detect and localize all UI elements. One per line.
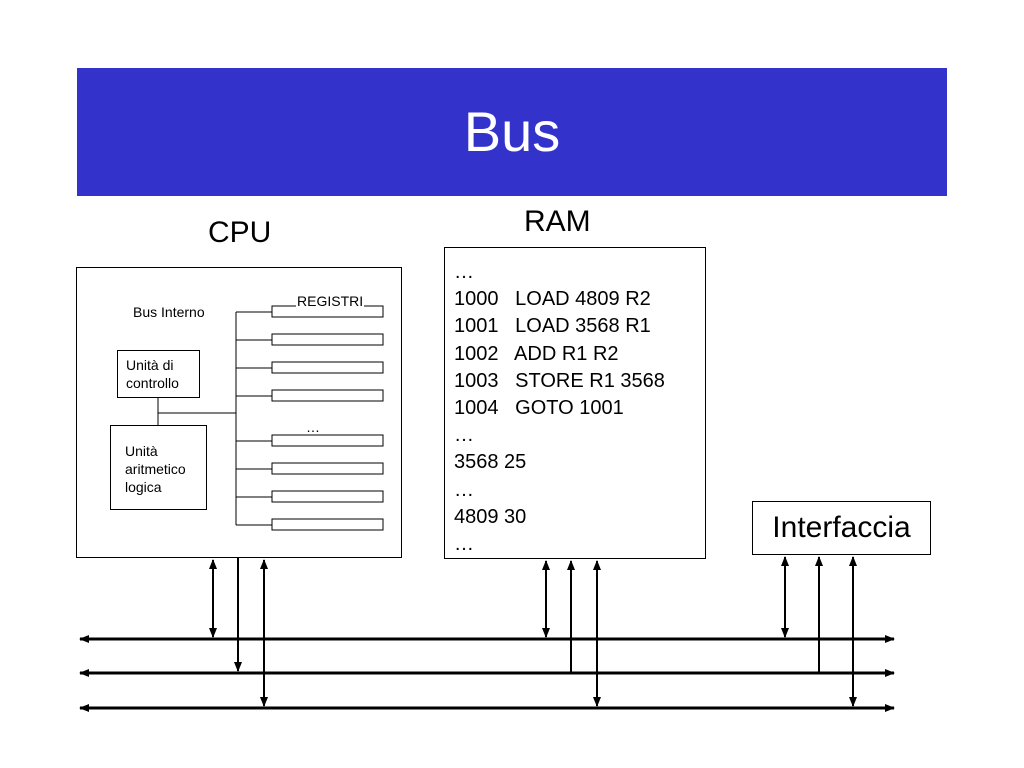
register: [271, 518, 384, 531]
alu-line-3: logica: [125, 479, 162, 495]
cpu-internal-bus: [157, 311, 272, 526]
slide-title: Bus: [463, 100, 561, 163]
control-unit-box: Unità di controllo: [117, 350, 200, 398]
alu-line-1: Unità: [125, 443, 158, 459]
ram-line: …: [454, 261, 474, 283]
interface-box: Interfaccia: [752, 501, 931, 555]
ram-line: 1002 ADD R1 R2: [454, 342, 619, 365]
ram-line: …: [454, 424, 474, 447]
ram-line: 1004 GOTO 1001: [454, 396, 624, 419]
interface-label: Interfaccia: [772, 511, 911, 544]
registers: [271, 305, 384, 531]
control-unit-line-1: Unità di: [126, 357, 174, 373]
register: [271, 333, 384, 346]
ram-line: 1000 LOAD 4809 R2: [454, 288, 651, 311]
ram-line: …: [454, 532, 474, 555]
alu-box: Unità aritmetico logica: [110, 425, 207, 510]
ram-label: RAM: [524, 205, 591, 238]
registers-label: REGISTRI: [296, 292, 365, 310]
internal-bus-label: Bus Interno: [133, 304, 205, 320]
ram-line: 1001 LOAD 3568 R1: [454, 315, 651, 338]
bus-connectors: [209, 556, 857, 707]
ram-line: 3568 25: [454, 451, 527, 474]
alu-line-2: aritmetico: [125, 461, 186, 477]
register: [271, 361, 384, 374]
register: [271, 490, 384, 503]
register: [271, 434, 384, 447]
ram-box: [444, 247, 706, 559]
ram-line: 4809 30: [454, 505, 527, 528]
ram-line: …: [454, 478, 474, 501]
ram-line: 1003 STORE R1 3568: [454, 369, 665, 392]
register: [271, 462, 384, 475]
cpu-label: CPU: [208, 216, 272, 249]
title-bar: Bus: [77, 68, 947, 196]
system-buses: [79, 635, 895, 712]
register: [271, 389, 384, 402]
registers-ellipsis: …: [306, 419, 320, 435]
control-unit-line-2: controllo: [126, 375, 179, 391]
ram-contents: … 1000 LOAD 4809 R2 1001 LOAD 3568 R1 10…: [454, 259, 665, 558]
